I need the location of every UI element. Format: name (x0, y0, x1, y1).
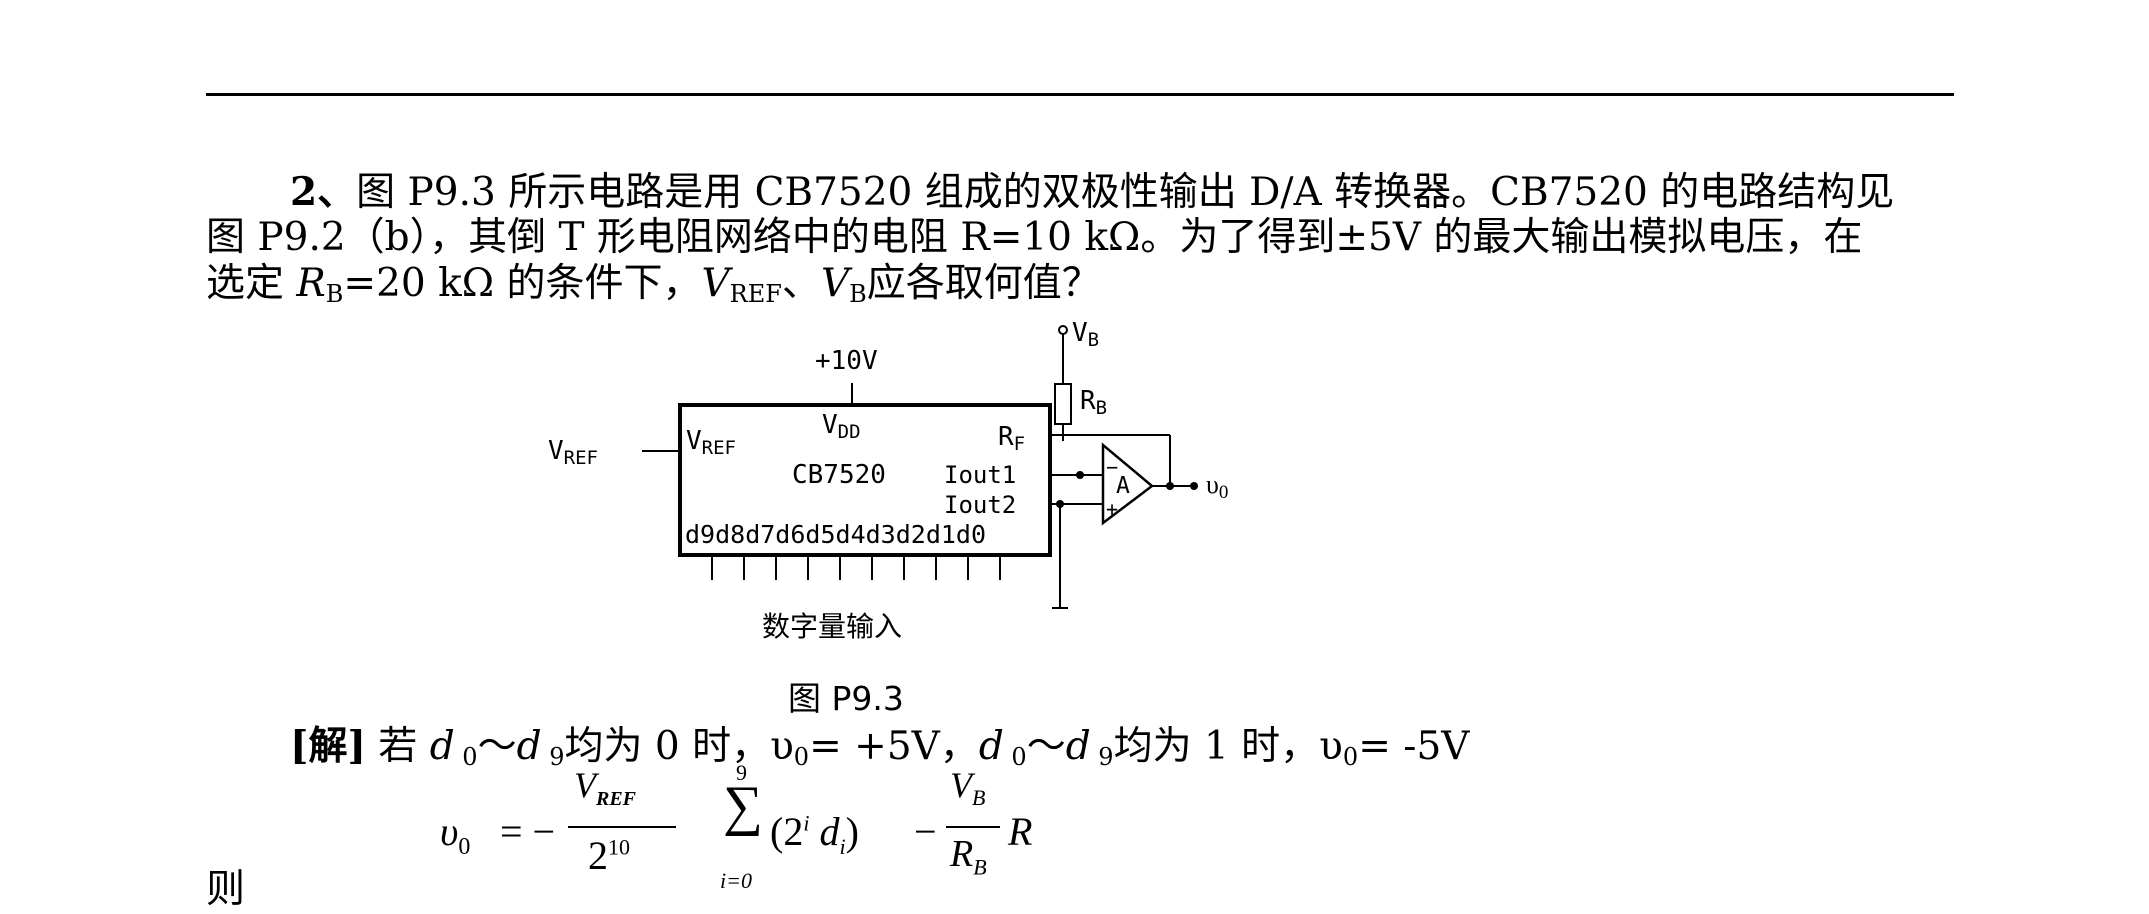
var-d-start: d (429, 724, 455, 769)
solution-tag: [解] (290, 723, 366, 769)
rb-resistor (1054, 383, 1072, 425)
sum-sign: ∑ (723, 775, 763, 837)
solution-text-1: 若 (365, 724, 430, 769)
amp-label: A (1116, 473, 1130, 499)
node-dot-plus (1056, 500, 1064, 508)
formula: υ0 = − VREF 210 9 ∑ i=0 (2i di) − VB RB … (440, 760, 1140, 900)
amp-plus: + (1106, 497, 1119, 521)
amp-minus: − (1106, 455, 1119, 479)
sum-bottom: i=0 (720, 868, 752, 893)
problem-text-3d: 应各取何值？ (866, 261, 1101, 306)
then-label: 则 (206, 867, 246, 912)
rf-pin-label: RF (998, 422, 1026, 455)
var-r: R (296, 261, 326, 306)
formula-tail: R (1008, 809, 1033, 854)
solution-text-4: 均为 1 时，υ (1113, 724, 1343, 769)
tilde-2: ～ (1026, 724, 1066, 769)
header-rule (206, 93, 1954, 96)
output-terminal (1190, 482, 1198, 490)
formula-num2: VB (950, 765, 986, 811)
var-vb-sub: B (849, 280, 867, 308)
var-r-sub: B (325, 280, 344, 308)
formula-minus: − (914, 809, 937, 854)
solution-text-3: = +5V， (809, 724, 979, 769)
problem-line-1: 2、图 P9.3 所示电路是用 CB7520 组成的双极性输出 D/A 转换器。… (290, 170, 1894, 215)
var-d-start-2: d (978, 724, 1004, 769)
vref-pin-label: VREF (686, 426, 736, 459)
circuit-diagram: VB +10V RB VDD RF VREF VREF CB7520 Iout1… (540, 318, 1260, 658)
problem-text-3a: 选定 (206, 261, 297, 306)
formula-eq: = − (500, 809, 556, 854)
node-dot-minus (1076, 471, 1084, 479)
problem-text-2: 图 P9.2（b），其倒 T 形电阻网络中的电阻 R=10 kΩ。为了得到±5V… (206, 215, 1863, 260)
fraction-bar-1 (568, 826, 676, 828)
var-d-end-sub: 9 (541, 743, 565, 771)
circuit-drawing (642, 325, 1198, 609)
sum-top: 9 (736, 760, 747, 785)
formula-den1: 210 (588, 833, 630, 878)
problem-line-3: 选定 RB=20 kΩ 的条件下，VREF、VB应各取何值？ (206, 262, 1101, 316)
node-dot-output (1166, 482, 1174, 490)
var-d-end-2: d (1065, 724, 1091, 769)
problem-text-1: 图 P9.3 所示电路是用 CB7520 组成的双极性输出 D/A 转换器。CB… (356, 170, 1895, 215)
chip-name: CB7520 (792, 460, 886, 490)
formula-lhs: υ0 (440, 809, 471, 860)
iout2-label: Iout2 (944, 491, 1017, 519)
vdd-pin-label: VDD (822, 410, 861, 443)
vref-external-label: VREF (548, 436, 598, 469)
problem-line-2: 图 P9.2（b），其倒 T 形电阻网络中的电阻 R=10 kΩ。为了得到±5V… (206, 216, 1862, 260)
var-vref-sub: REF (729, 280, 782, 308)
problem-text-3c: 、 (781, 261, 821, 306)
v0-sub-2: 0 (1342, 743, 1359, 771)
var-d-start-sub: 0 (454, 743, 478, 771)
formula-num1: VREF (574, 765, 637, 811)
solution-text-5: = -5V (1358, 724, 1470, 769)
figure-caption: 图 P9.3 (788, 679, 904, 718)
problem-text-3b: =20 kΩ 的条件下， (343, 261, 702, 306)
formula-term: (2i di) (770, 809, 859, 859)
v0-sub-1: 0 (793, 743, 810, 771)
solution-text-2: 均为 0 时，υ (564, 724, 794, 769)
formula-den2: RB (950, 833, 987, 880)
var-d-start-sub-2: 0 (1003, 743, 1027, 771)
fraction-bar-2 (946, 826, 1000, 828)
solution-line: [解] 若 d 0～d 9均为 0 时，υ0= +5V，d 0～d 9均为 1 … (290, 724, 1469, 779)
var-d-end: d (516, 724, 542, 769)
tilde-1: ～ (477, 724, 517, 769)
digit-pins (711, 555, 1001, 580)
iout1-label: Iout1 (944, 461, 1017, 489)
op-amp (1101, 442, 1155, 526)
var-d-end-sub-2: 9 (1090, 743, 1114, 771)
chip-body (678, 403, 1052, 557)
var-vb: V (820, 261, 850, 306)
problem-number: 2、 (290, 169, 357, 215)
vb-label: VB (1072, 318, 1100, 351)
digit-labels: d9d8d7d6d5d4d3d2d1d0 (685, 520, 987, 549)
supply-label: +10V (815, 346, 878, 376)
digital-input-caption: 数字量输入 (762, 610, 903, 643)
var-vref: V (701, 261, 730, 306)
rb-label: RB (1080, 386, 1108, 419)
output-label: υ0 (1206, 470, 1229, 503)
vb-terminal (1058, 325, 1068, 335)
